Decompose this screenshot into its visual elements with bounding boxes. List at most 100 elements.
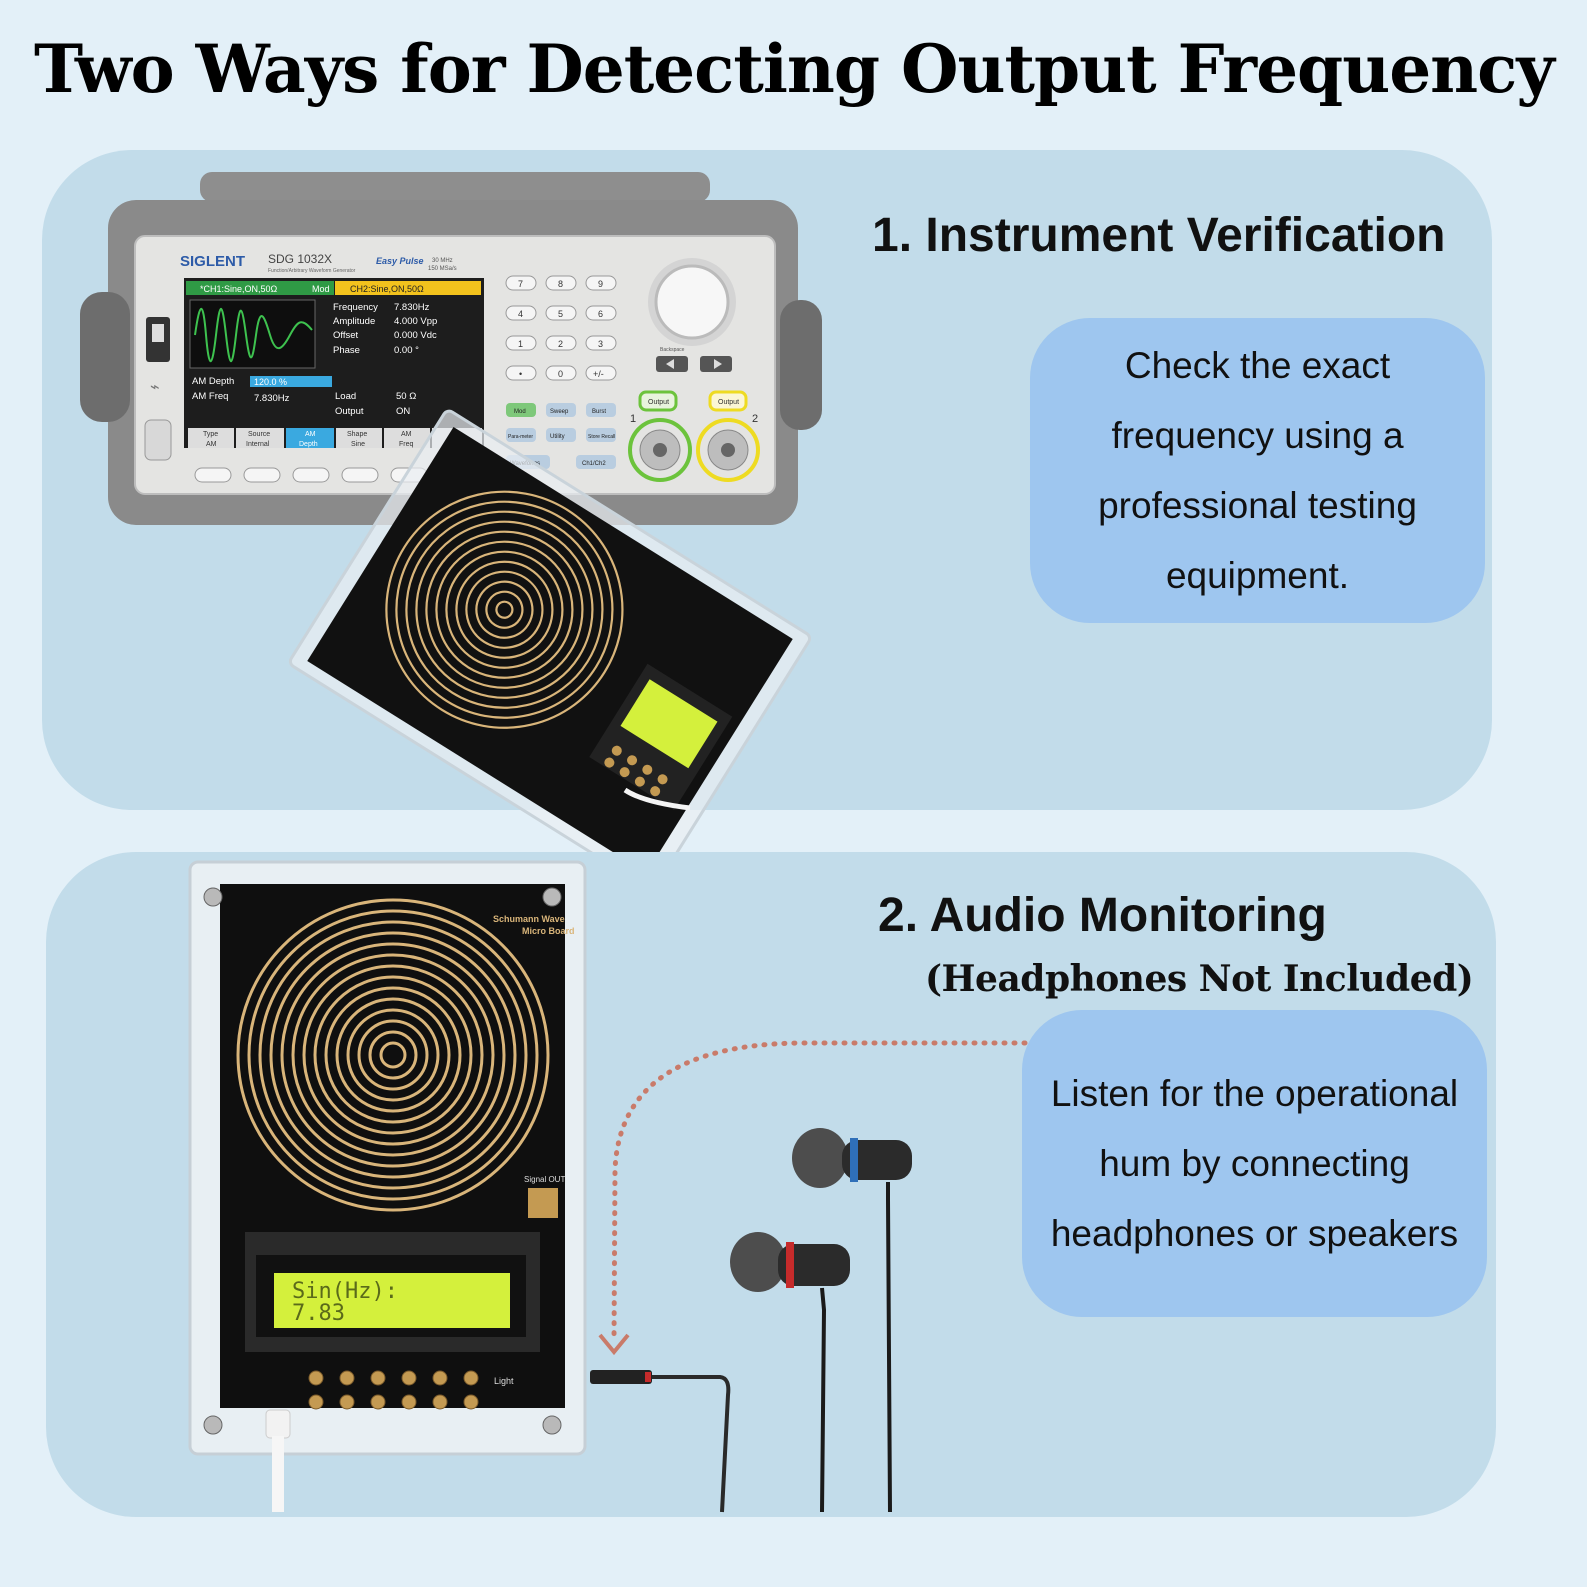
key-plus-minus: +/- [593,369,604,379]
spec-line-1: 30 MHz [432,258,453,264]
key-1: 1 [518,339,523,349]
key-3: 3 [598,339,603,349]
generator-right-foot [780,300,822,430]
key-0: 0 [558,369,563,379]
key-dot: • [519,369,522,379]
key-9: 9 [598,279,603,289]
section2-heading: 2. Audio Monitoring [878,889,1327,942]
usb-icon: ⌁ [150,379,160,396]
audio-jack [590,1370,652,1384]
ch2-tab: CH2:Sine,ON,50Ω [350,284,424,294]
softkey-0-top: Type [203,431,218,438]
am-depth-label: AM Depth [192,376,234,387]
sweep-key [546,403,576,417]
softkey-2-top: AM [305,431,316,438]
store-recall-key [586,428,616,442]
param-label-2: Offset [333,330,359,341]
param-label-1: Amplitude [333,316,375,327]
param-value-0: 7.830Hz [394,302,430,313]
channel-2-number: 2 [752,413,758,425]
am-freq-label: AM Freq [192,391,228,402]
model-sub-label: Function/Arbitrary Waveform Generator [268,268,356,274]
board-buttons [308,1370,479,1410]
sweep-key-label: Sweep [550,409,569,415]
output-1-button [638,390,678,412]
headphones-note: (Headphones Not Included) [925,958,1474,1000]
utility-key [546,428,576,442]
utility-key-label: Utility [550,434,565,440]
key-6: 6 [598,309,603,319]
output-value: ON [396,406,410,417]
section2-description: Listen for the operational hum by connec… [1050,1072,1459,1254]
mod-key [506,403,536,417]
softkey-1-top: Source [248,431,270,438]
output-2-label: Output [718,399,739,406]
am-freq-value: 7.830Hz [254,393,290,404]
softkey-3-top: Shape [347,431,367,438]
section2-description-bubble: Listen for the operational hum by connec… [1022,1010,1487,1317]
output-2-button [708,390,748,412]
key-4: 4 [518,309,523,319]
store-recall-key-label: Store Recall [588,434,615,440]
power-button [144,419,172,461]
key-8: 8 [558,279,563,289]
usb-c-plug [265,1409,291,1439]
page-title: Two Ways for Detecting Output Frequency [34,30,1555,108]
model-label: SDG 1032X [268,252,332,266]
signal-out-pads [528,1188,558,1218]
case-screws [203,887,562,1435]
arrow-head [598,1333,630,1356]
channel-1-number: 1 [630,413,636,425]
ch1-tab: *CH1:Sine,ON,50Ω [200,284,278,294]
softkey-0-bottom: AM [206,441,217,448]
signal-out-label: Signal OUT [524,1175,565,1184]
output-label: Output [335,406,364,417]
easy-pulse-badge: Easy Pulse [376,256,424,266]
load-value: 50 Ω [396,391,416,402]
burst-key [586,403,616,417]
board-name-line2: Micro Board [522,926,575,936]
mod-tab: Mod [312,284,330,294]
param-label-0: Frequency [333,302,378,313]
parameter-key-label: Para-meter [508,434,533,440]
parameter-key [506,428,536,442]
key-2: 2 [558,339,563,349]
ch1-ch2-key [576,455,616,469]
section1-description: Check the exact frequency using a profes… [1098,344,1417,596]
param-value-2: 0.000 Vdc [394,330,437,341]
key-7: 7 [518,279,523,289]
backspace-label: Backspace [660,347,685,353]
softkey-4-top: AM [401,431,412,438]
ch1-ch2-key-label: Ch1/Ch2 [582,461,606,467]
load-label: Load [335,391,356,402]
softkey-4-bottom: Freq [399,441,414,448]
generator-left-foot [80,292,130,422]
earbud-upper [792,1128,912,1513]
spec-line-2: 150 MSa/s [428,266,457,272]
headphone-cable [652,1375,731,1513]
light-label: Light [494,1376,514,1386]
softkey-1-bottom: Internal [246,441,270,448]
bnc-connector-2 [696,418,760,482]
usb-c-cable [272,1436,284,1512]
mod-key-label: Mod [514,409,526,415]
bnc-connector-1 [628,418,692,482]
softkey-2-bottom: Depth [299,441,318,448]
param-value-3: 0.00 ° [394,345,419,356]
lcd-screen [274,1273,510,1328]
board-name-line1: Schumann Wave [493,914,565,924]
param-value-1: 4.000 Vpp [394,316,437,327]
numeric-keypad [505,275,617,381]
burst-key-label: Burst [592,409,606,415]
param-label-3: Phase [333,345,360,356]
lcd-line-2: 7.83 [292,1301,345,1326]
key-5: 5 [558,309,563,319]
generator-handle [200,172,710,202]
section1-heading: 1. Instrument Verification [872,209,1446,262]
lcd-line-1: Sin(Hz): [292,1279,398,1304]
am-depth-value: 120.0 % [254,377,287,387]
softkey-3-bottom: Sine [351,441,365,448]
